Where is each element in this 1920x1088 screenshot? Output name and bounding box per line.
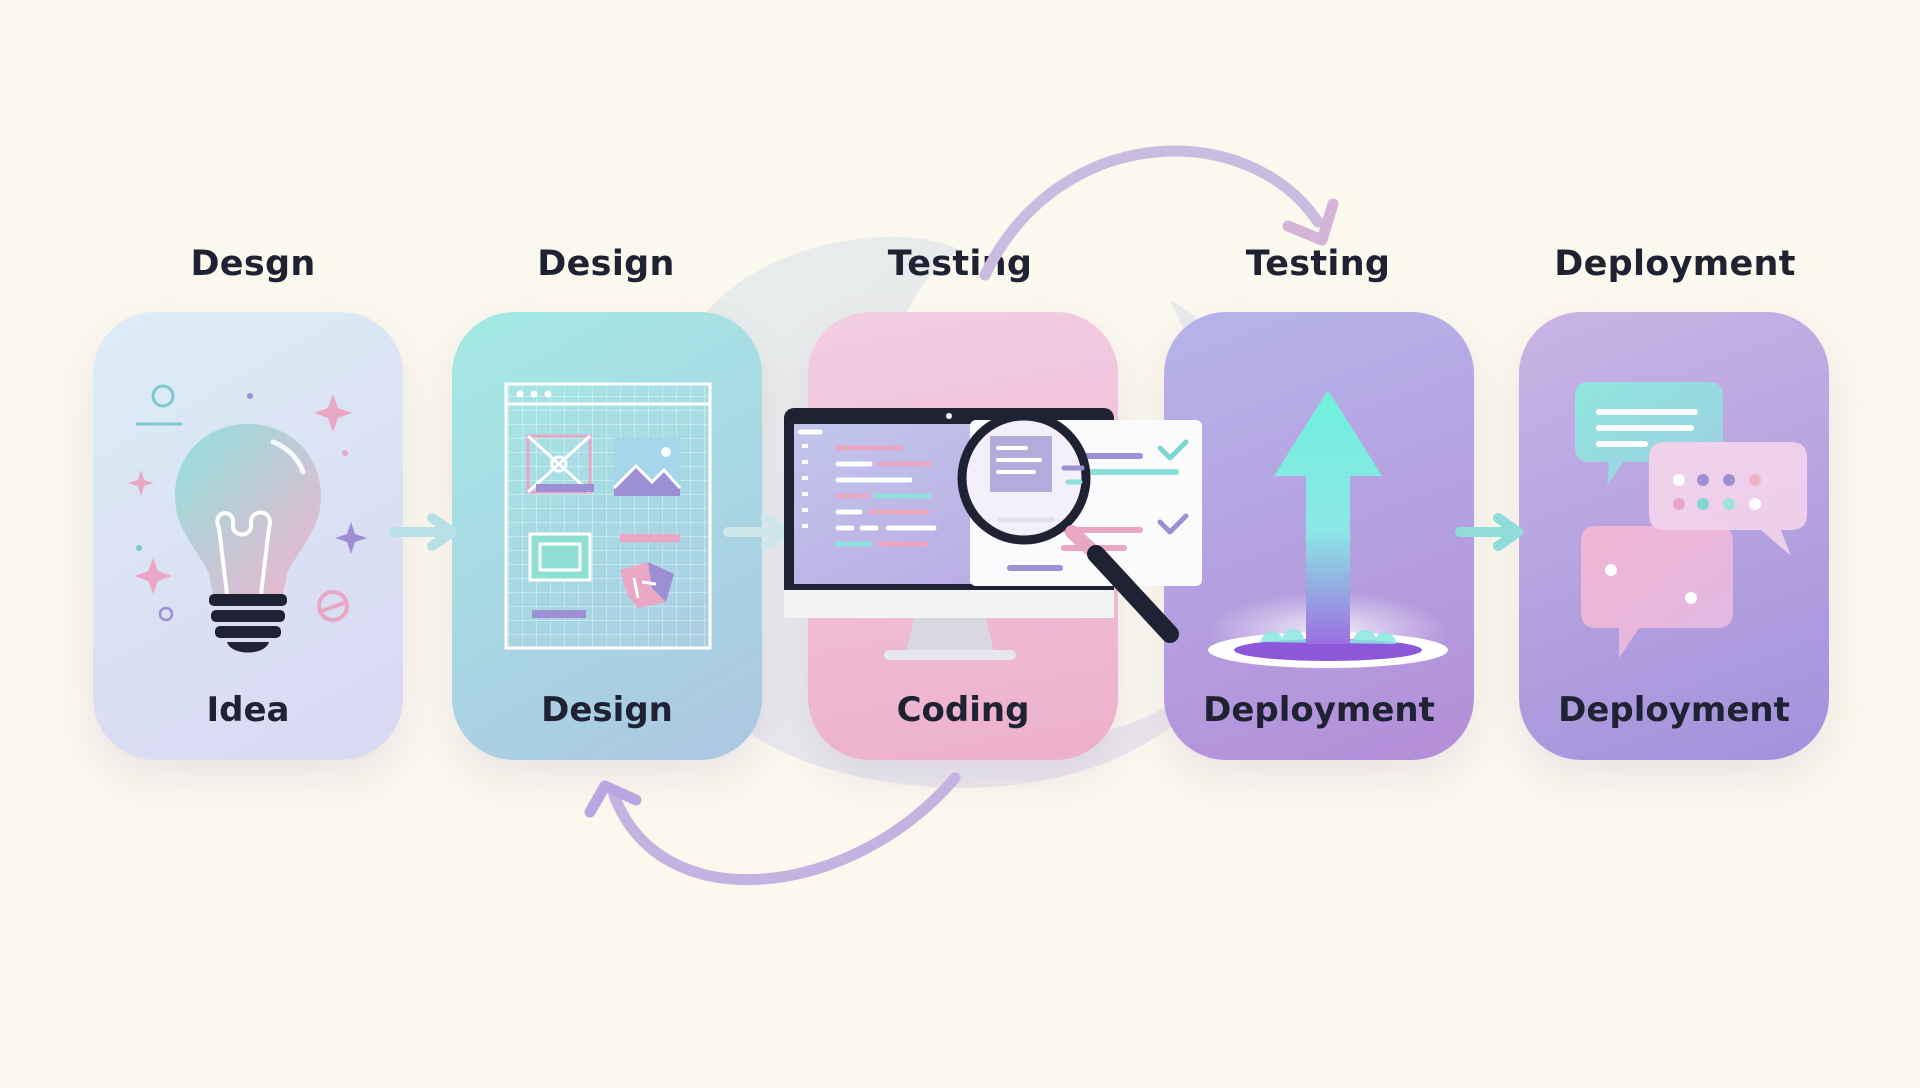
card-deployment-1: Deployment — [1164, 312, 1474, 760]
card-label-idea: Idea — [206, 690, 290, 730]
upward-arrow-icon — [1208, 390, 1448, 672]
bottom-loop-arrow — [608, 772, 961, 886]
top-loop-arrow — [979, 145, 1324, 281]
connector-arrow-3 — [1455, 513, 1523, 551]
card-label-coding: Coding — [896, 690, 1030, 730]
heading-4: Testing — [1245, 244, 1391, 284]
lightbulb-icon — [128, 384, 367, 653]
connector-arrow-1 — [389, 513, 457, 551]
top-loop-arrowhead — [1282, 198, 1339, 246]
heading-3: Testing — [887, 244, 1033, 284]
heading-1: Desgn — [190, 244, 316, 284]
card-label-deployment-2: Deployment — [1558, 690, 1790, 730]
heading-5: Deployment — [1554, 244, 1796, 284]
bottom-loop-arrowhead — [584, 780, 642, 818]
card-label-design: Design — [541, 690, 673, 730]
card-design: Design — [452, 312, 762, 760]
wireframe-icon — [504, 382, 712, 650]
card-label-deployment-1: Deployment — [1203, 690, 1435, 730]
card-deployment-2: Deployment — [1519, 312, 1829, 760]
card-idea: Idea — [93, 312, 403, 760]
chat-bubbles-icon — [1575, 382, 1807, 658]
heading-2: Design — [537, 244, 675, 284]
